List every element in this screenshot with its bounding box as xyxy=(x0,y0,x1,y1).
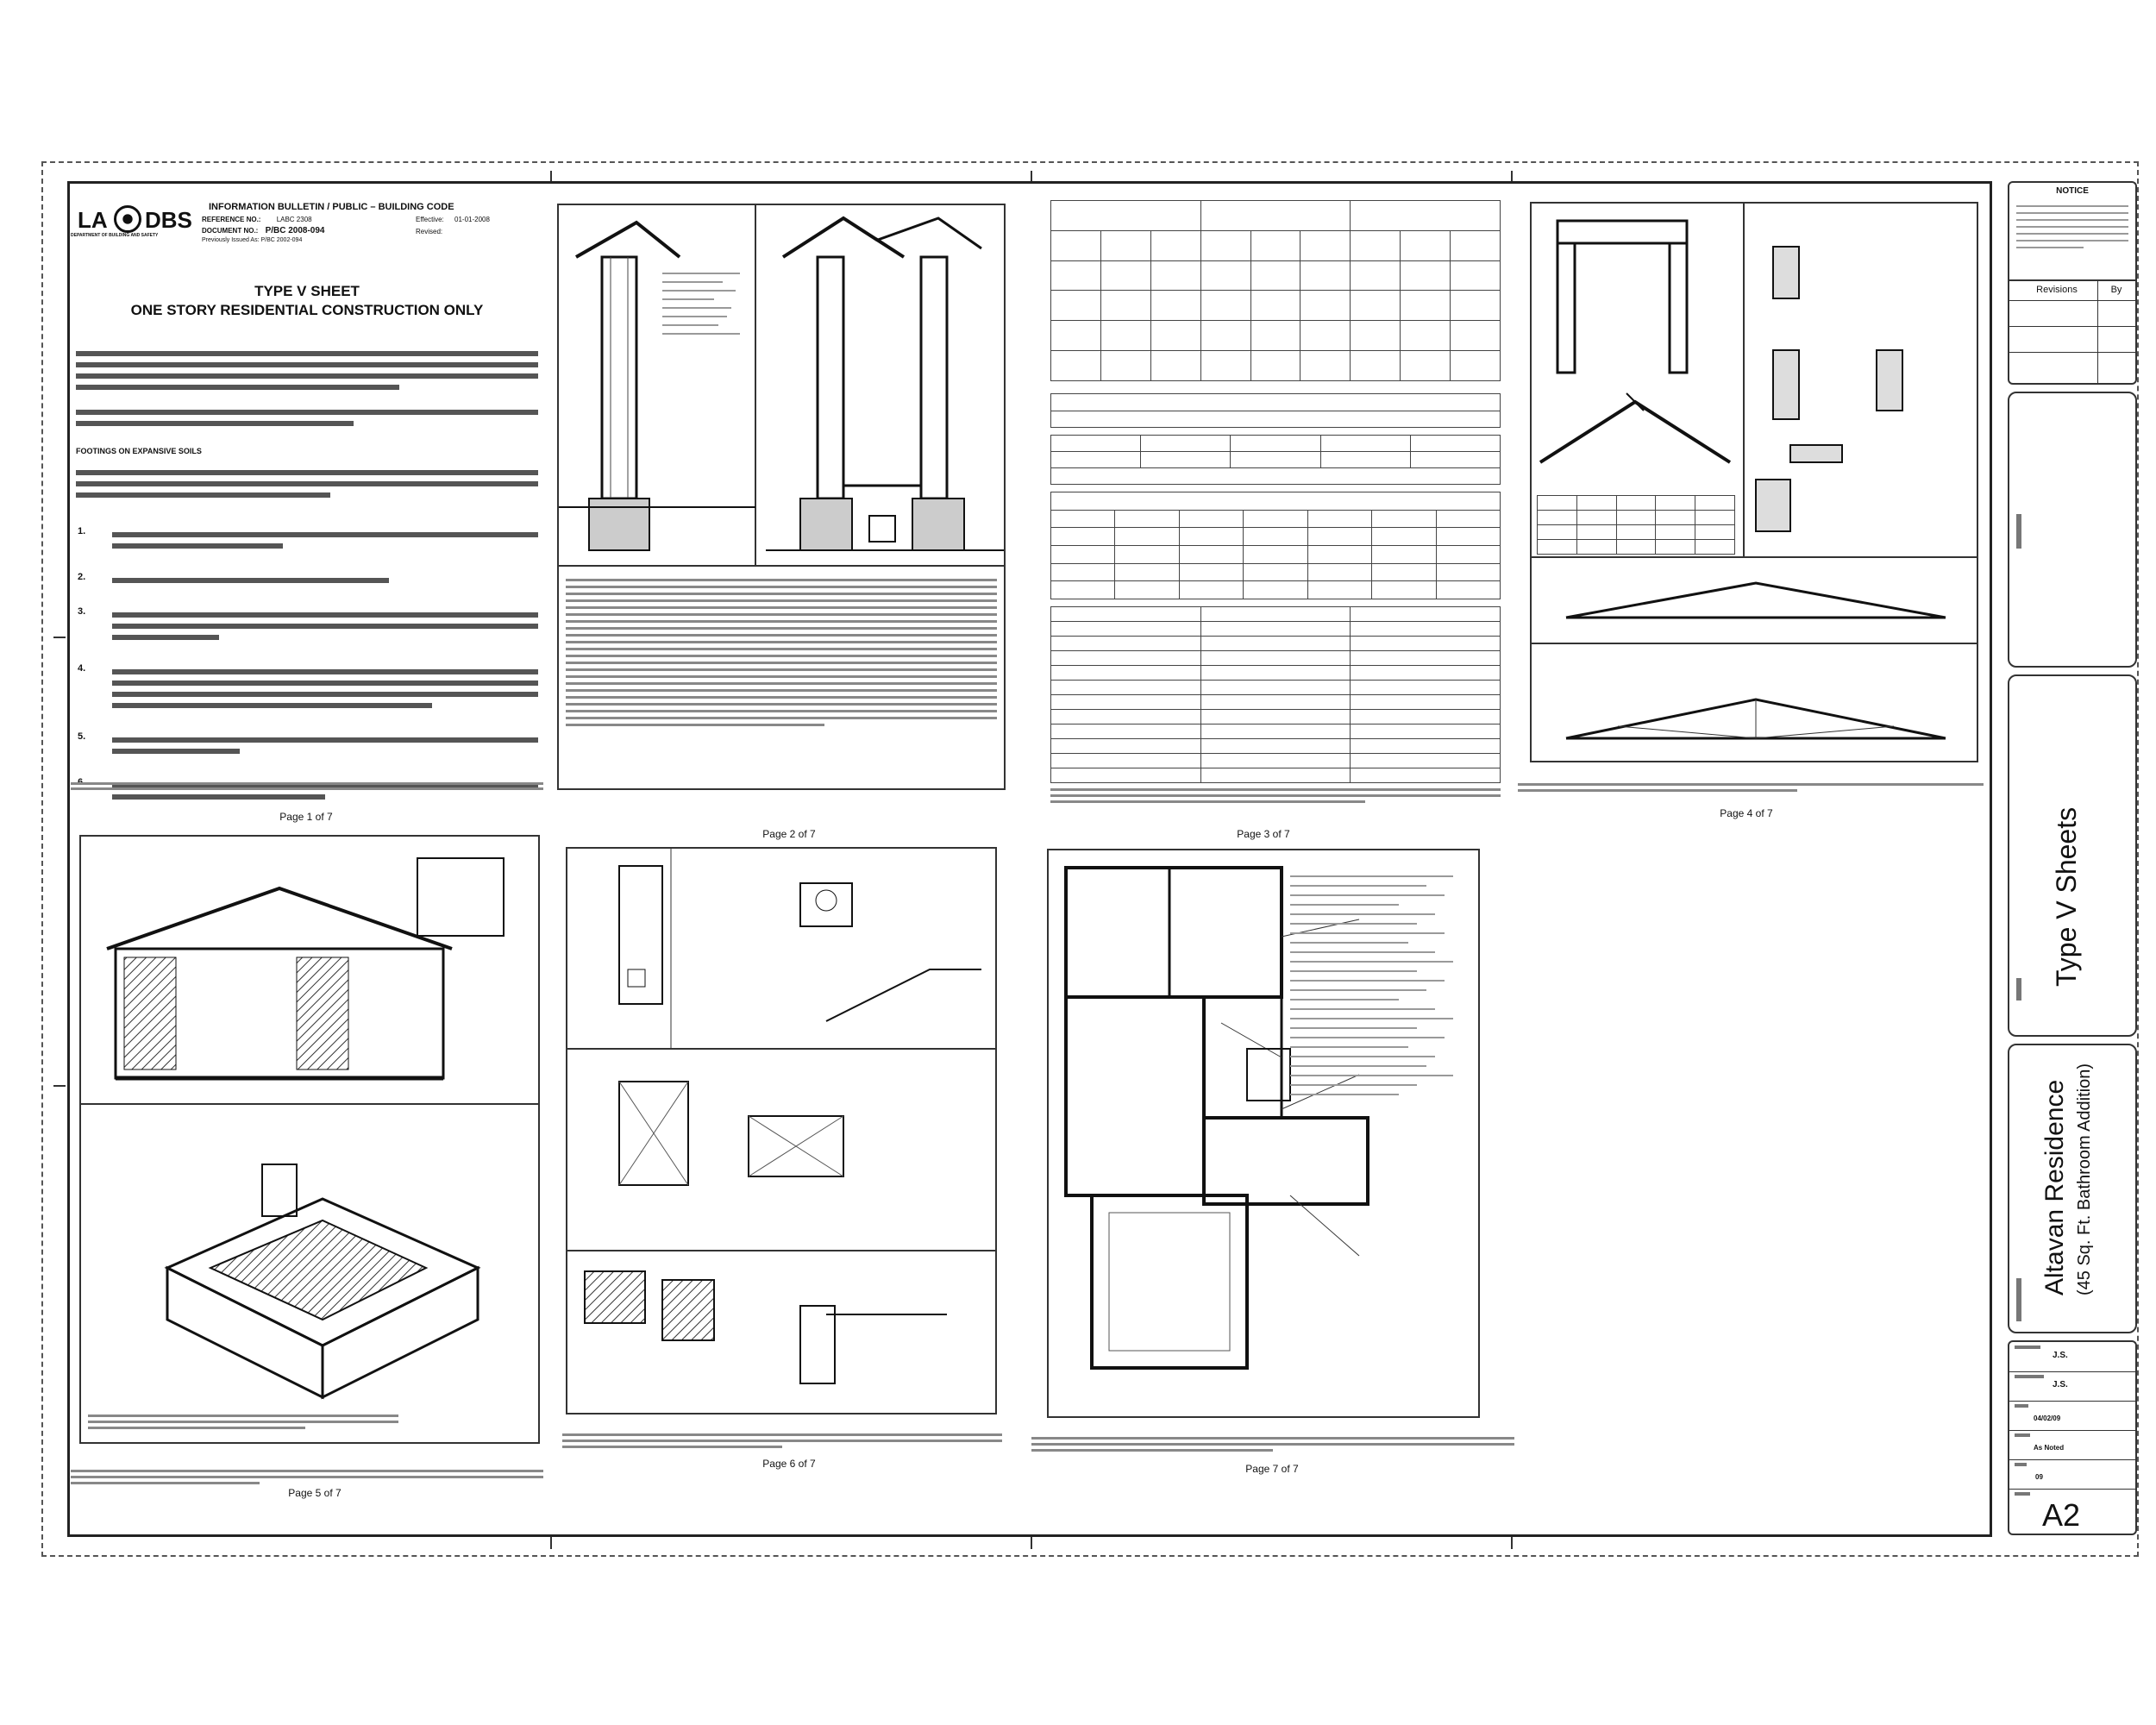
bracing-table xyxy=(1050,492,1501,599)
callout-text-block xyxy=(662,266,749,342)
notice-heading: NOTICE xyxy=(2056,186,2089,196)
date-label-mark xyxy=(2015,1404,2028,1408)
page-1-bulletin: LA DBS DEPARTMENT OF BUILDING AND SAFETY… xyxy=(71,197,543,800)
job-value: 09 xyxy=(2035,1473,2043,1481)
border-tick xyxy=(550,1537,552,1549)
project-name: Altavan Residence xyxy=(2040,1079,2069,1295)
drawn-by-value: J.S. xyxy=(2053,1351,2068,1360)
checked-by-value: J.S. xyxy=(2053,1380,2068,1389)
page-5-panel xyxy=(79,835,540,1444)
page-1-caption: Page 1 of 7 xyxy=(279,811,333,823)
bulletin-header-title: INFORMATION BULLETIN / PUBLIC – BUILDING… xyxy=(209,202,454,212)
logo-seal-icon xyxy=(114,205,141,233)
page-3-caption: Page 3 of 7 xyxy=(1237,828,1290,840)
sheet-title-label-mark xyxy=(2016,978,2021,1000)
span-table xyxy=(1050,200,1501,381)
page-1-footnote xyxy=(71,780,543,793)
page-4-panel xyxy=(1530,202,1978,762)
bulletin-subtitle: ONE STORY RESIDENTIAL CONSTRUCTION ONLY xyxy=(130,302,484,318)
reference-value: LABC 2308 xyxy=(276,216,312,223)
reference-label: REFERENCE NO.: xyxy=(202,216,261,223)
job-label-mark xyxy=(2015,1463,2027,1466)
page-6-panel xyxy=(566,847,997,1414)
header-span-table xyxy=(1050,393,1501,428)
wall-section-drawings xyxy=(559,205,1004,567)
girder-table xyxy=(1050,435,1501,485)
intro-paragraph xyxy=(76,345,538,396)
sheet-dashed-border xyxy=(41,161,2139,1557)
document-label: DOCUMENT NO.: xyxy=(202,227,259,235)
logo-text-left: LA xyxy=(78,207,108,233)
border-tick xyxy=(53,1085,66,1087)
page-3-footnote xyxy=(1050,788,1501,803)
page-4-caption: Page 4 of 7 xyxy=(1720,807,1773,819)
roof-and-opening-details xyxy=(1532,204,1977,740)
document-value: P/BC 2008-094 xyxy=(265,226,325,235)
project-label-mark xyxy=(2016,1278,2021,1321)
checked-by-label-mark xyxy=(2015,1375,2044,1378)
effective-label: Effective: xyxy=(416,216,444,223)
page-5-notes xyxy=(88,1411,398,1433)
border-tick xyxy=(1031,1537,1032,1549)
list-item: 4. xyxy=(78,663,538,714)
drawing-info-box: J.S. J.S. 04/02/09 As Noted 09 A2 xyxy=(2008,1340,2137,1535)
misc-details-drawings xyxy=(567,849,995,1384)
page-5-footnote xyxy=(71,1466,543,1488)
effective-value: 01-01-2008 xyxy=(454,216,490,223)
scale-label-mark xyxy=(2015,1433,2030,1437)
list-item: 1. xyxy=(78,526,538,555)
sheet-number: A2 xyxy=(2042,1497,2081,1533)
drawing-sheet-frame xyxy=(67,181,1992,1537)
logo-subtext: DEPARTMENT OF BUILDING AND SAFETY xyxy=(71,233,159,238)
list-item: 5. xyxy=(78,731,538,760)
revisions-label: Revisions xyxy=(2036,285,2078,295)
page-7-panel xyxy=(1047,849,1480,1418)
floor-plan-notes xyxy=(1290,868,1471,1103)
page-2-caption: Page 2 of 7 xyxy=(762,828,816,840)
logo-text-right: DBS xyxy=(145,207,192,233)
notes-text-block xyxy=(566,574,997,731)
list-item: 2. xyxy=(78,572,538,589)
revised-label: Revised: xyxy=(416,228,443,235)
labc-paragraph xyxy=(76,404,538,432)
border-tick xyxy=(550,171,552,183)
field-label-mark xyxy=(2016,514,2021,549)
anchor-table xyxy=(1537,495,1735,555)
house-isometric-drawings xyxy=(81,857,538,1400)
page-3-tables xyxy=(1050,200,1501,804)
title-block: NOTICE Revisions By Type V Sheets Altava… xyxy=(2008,181,2139,1537)
list-item: 3. xyxy=(78,606,538,646)
drawn-by-label-mark xyxy=(2015,1346,2040,1349)
scale-value: As Noted xyxy=(2034,1444,2065,1452)
sheet-label-mark xyxy=(2015,1492,2030,1496)
border-tick xyxy=(1511,1537,1513,1549)
previously-issued: Previously Issued As: P/BC 2002-094 xyxy=(202,237,303,243)
project-name-box: Altavan Residence (45 Sq. Ft. Bathroom A… xyxy=(2008,1044,2137,1333)
border-tick xyxy=(1511,171,1513,183)
date-value: 04/02/09 xyxy=(2034,1414,2061,1422)
border-tick xyxy=(53,637,66,638)
expansive-soils-paragraph xyxy=(76,464,538,504)
bulletin-title: TYPE V SHEET xyxy=(254,283,360,299)
page-7-caption: Page 7 of 7 xyxy=(1245,1463,1299,1475)
section-heading: FOOTINGS ON EXPANSIVE SOILS xyxy=(76,447,202,455)
fastening-schedule-table xyxy=(1050,606,1501,783)
page-4-footnote xyxy=(1518,780,1984,795)
numbered-list: 1. 2. 3. 4. 5. 6. xyxy=(78,509,538,806)
project-subtitle: (45 Sq. Ft. Bathroom Addition) xyxy=(2075,1063,2094,1295)
sheet-title-box: Type V Sheets xyxy=(2008,674,2137,1037)
title-block-field-box xyxy=(2008,392,2137,668)
page-6-footnote xyxy=(562,1430,1002,1452)
ladbs-logo: LA DBS DEPARTMENT OF BUILDING AND SAFETY xyxy=(71,205,200,238)
notice-revisions-box: NOTICE Revisions By xyxy=(2008,181,2137,385)
page-6-caption: Page 6 of 7 xyxy=(762,1458,816,1470)
by-label: By xyxy=(2110,285,2122,295)
border-tick xyxy=(1031,171,1032,183)
page-7-footnote xyxy=(1031,1433,1514,1455)
page-5-caption: Page 5 of 7 xyxy=(288,1487,342,1499)
page-2-panel xyxy=(557,204,1006,790)
sheet-title: Type V Sheets xyxy=(2051,806,2082,987)
notice-text xyxy=(2016,200,2128,254)
